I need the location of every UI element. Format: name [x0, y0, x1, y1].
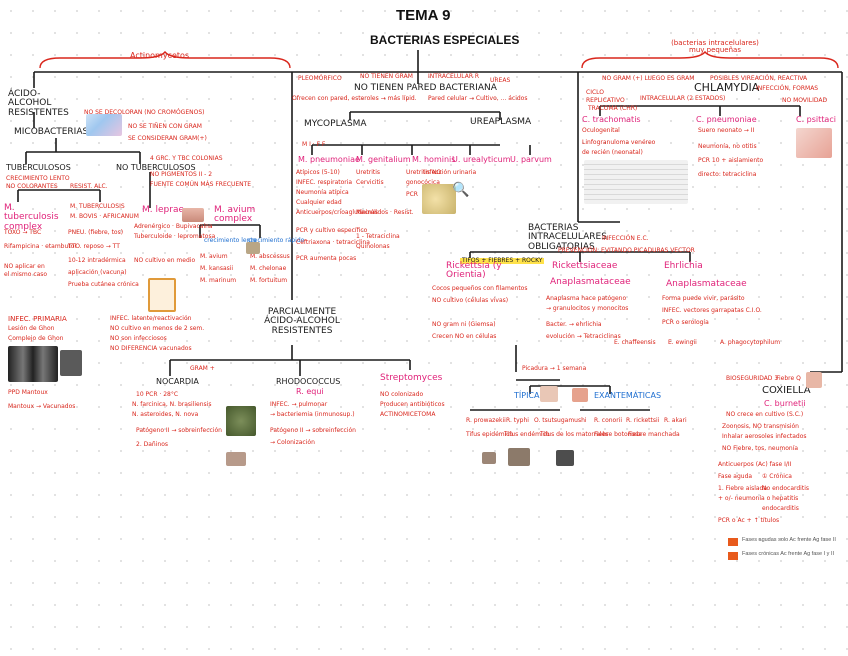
legend-acute-text: Fases agudas solo Ac frente Ag fase II [742, 538, 836, 544]
fiebre-q-label: Fiebre Q [776, 376, 801, 382]
primary-infection-note: INFEC. PRIMARIA [8, 316, 67, 323]
c-trachomatis-label: C. trachomatis [582, 116, 641, 124]
rhodococcus-label: RHODOCOCCUS [276, 378, 340, 386]
c-burnetii-label: C. burnetii [764, 400, 806, 408]
chlamydia-heading: CHLAMYDIA [694, 82, 759, 94]
leprae-photo [182, 208, 204, 222]
louse-photo [482, 452, 496, 464]
legend-chronic-swatch [728, 552, 738, 560]
ureaplasma-culture-image [422, 184, 456, 214]
u-urealyticum-label: U. urealyticum [452, 156, 511, 164]
m-pneumoniae-label: M. pneumoniae [298, 156, 360, 164]
m-genitalium-label: M. genitalium [356, 156, 411, 164]
mycoplasma-label: MYCOPLASMA [304, 120, 367, 129]
ureaplasma-label: UREAPLASMA [470, 118, 531, 127]
c-psittaci-label: C. psittaci [796, 116, 836, 124]
exanthematic-label: EXANTEMÁTICAS [594, 392, 661, 400]
xray-image-2 [60, 350, 82, 376]
coxiella-photo [806, 372, 822, 388]
acid-fast-heading: ÁCIDO-ALCOHOL RESISTENTES [8, 90, 78, 118]
exanthem-photo [572, 388, 588, 402]
page-subtitle: BACTERIAS ESPECIALES [370, 34, 519, 47]
urinary-infection: infección urinaria [424, 170, 476, 176]
m-avium-label: M. avium complex [214, 206, 274, 225]
avium-photo [246, 242, 260, 254]
tag-actinomycetes: Actinomycetos [130, 52, 189, 60]
no-wall-heading: NO TIENEN PARED BACTERIANA [354, 84, 497, 93]
pcr-label: PCR [406, 192, 418, 198]
coxiella-heading: COXIELLA [762, 386, 811, 397]
rickettsiaceae-label: Rickettsiaceae [552, 262, 617, 271]
r-equi-label: R. equi [296, 388, 324, 396]
nocardia-photo-2 [226, 452, 246, 466]
typical-photo [540, 386, 558, 402]
xray-image-1 [8, 346, 58, 382]
leprae-diagram [148, 278, 176, 312]
gram-positive: GRAM + [190, 365, 215, 372]
page-title: TEMA 9 [396, 8, 450, 24]
flea-photo [508, 448, 530, 466]
ehrlichia-label: Ehrlichia [664, 262, 703, 271]
u-parvum-label: U. parvum [510, 156, 552, 164]
nocardia-photo [226, 406, 256, 436]
magnifier-icon: 🔍 [452, 182, 469, 197]
rickettsia-label: Rickettsia (y Orientia) [446, 262, 516, 281]
anaplasmataceae-label: Anaplasmataceae [550, 278, 631, 287]
mycobacteria-label: MICOBACTERIAS [14, 128, 88, 137]
tag-intracellular: (bacterias intracelulares) muy pequeñas [670, 40, 760, 55]
tuberculosis-label: TUBERCULOSOS [6, 164, 71, 172]
partial-heading: PARCIALMENTE ÁCIDO-ALCOHOL RESISTENTES [262, 308, 342, 336]
mite-photo [556, 450, 574, 466]
legend-acute-swatch [728, 538, 738, 546]
nocardia-label: NOCARDIA [156, 378, 199, 386]
psittaci-diagram [796, 128, 832, 158]
m-hominis-label: M. hominis [412, 156, 455, 164]
chlamydia-table-image [584, 160, 688, 204]
mycobacteria-image [86, 114, 122, 136]
c-pneumoniae-label: C. pneumoniae [696, 116, 757, 124]
ppd-note: PPD Mantoux [8, 390, 48, 396]
m-leprae-label: M. leprae [142, 206, 184, 215]
streptomyces-label: Streptomyces [380, 374, 442, 383]
legend-chronic-text: Fases crónicas Ac frente Ag fase I y II [742, 552, 834, 558]
